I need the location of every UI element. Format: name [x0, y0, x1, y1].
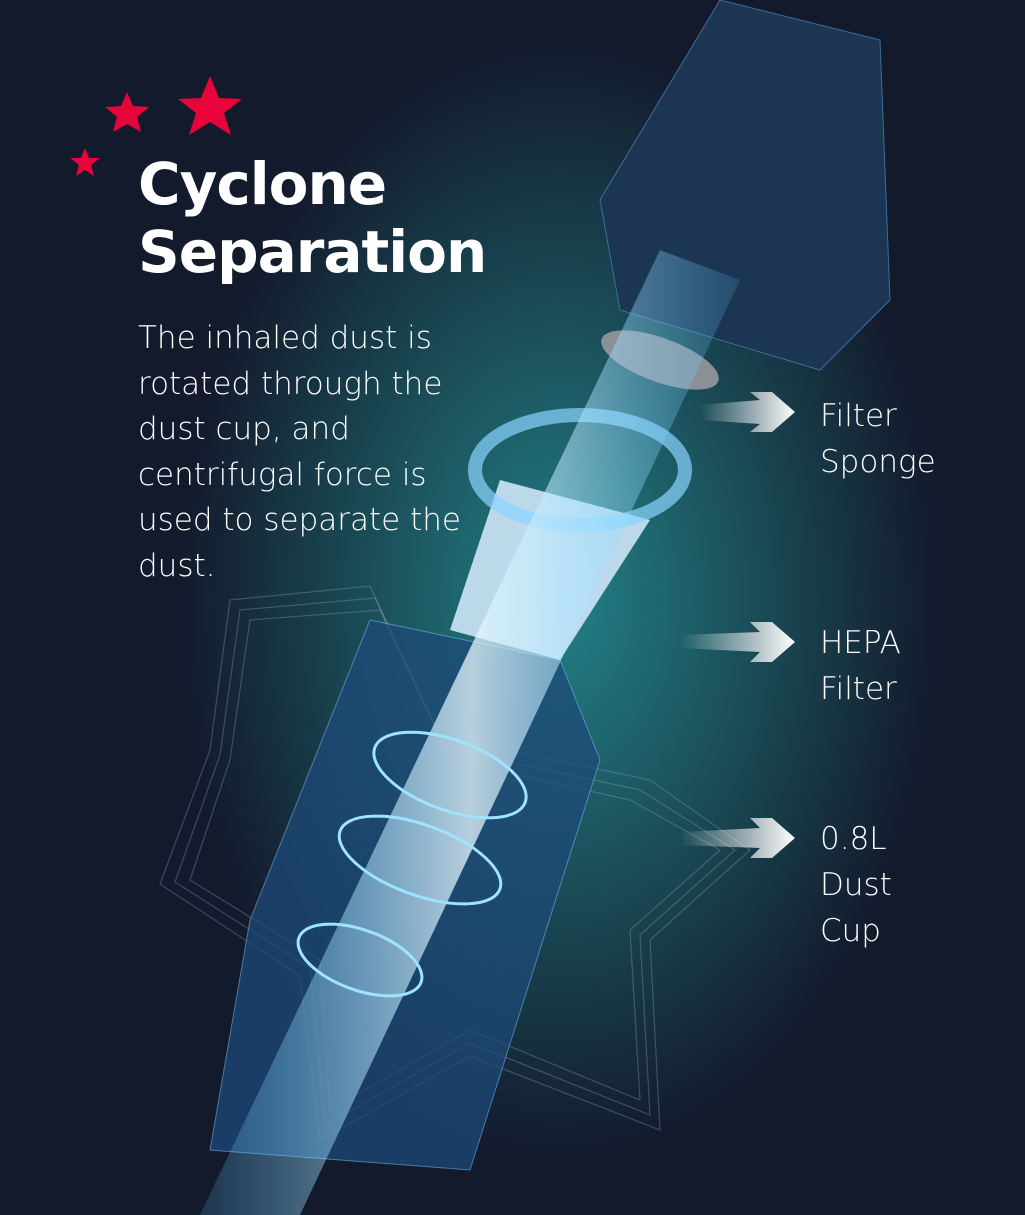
- label-line: Dust: [820, 867, 892, 903]
- label-line: Filter: [820, 398, 897, 434]
- label-line: Filter: [820, 671, 897, 707]
- star-icon: [105, 92, 149, 132]
- label-hepa-filter: HEPA Filter: [820, 620, 901, 712]
- title-line-2: Separation: [138, 218, 487, 286]
- label-filter-sponge: Filter Sponge: [820, 393, 936, 485]
- callout-arrows: [680, 392, 795, 858]
- arrow-icon: [700, 392, 795, 432]
- label-line: Cup: [820, 913, 881, 949]
- cyclone-swirls: [296, 730, 528, 998]
- label-line: HEPA: [820, 625, 901, 661]
- arrow-icon: [680, 818, 795, 858]
- star-icon: [70, 148, 100, 176]
- page-title: Cyclone Separation: [138, 150, 487, 286]
- label-line: 0.8L: [820, 821, 887, 857]
- label-dust-cup: 0.8L Dust Cup: [820, 816, 892, 954]
- title-line-1: Cyclone: [138, 150, 387, 218]
- arrow-icon: [680, 622, 795, 662]
- description: The inhaled dust is rotated through the …: [138, 320, 461, 584]
- label-line: Sponge: [820, 444, 936, 480]
- decorative-stars: [70, 76, 242, 176]
- air-beam: [200, 250, 740, 1215]
- star-icon: [178, 76, 242, 135]
